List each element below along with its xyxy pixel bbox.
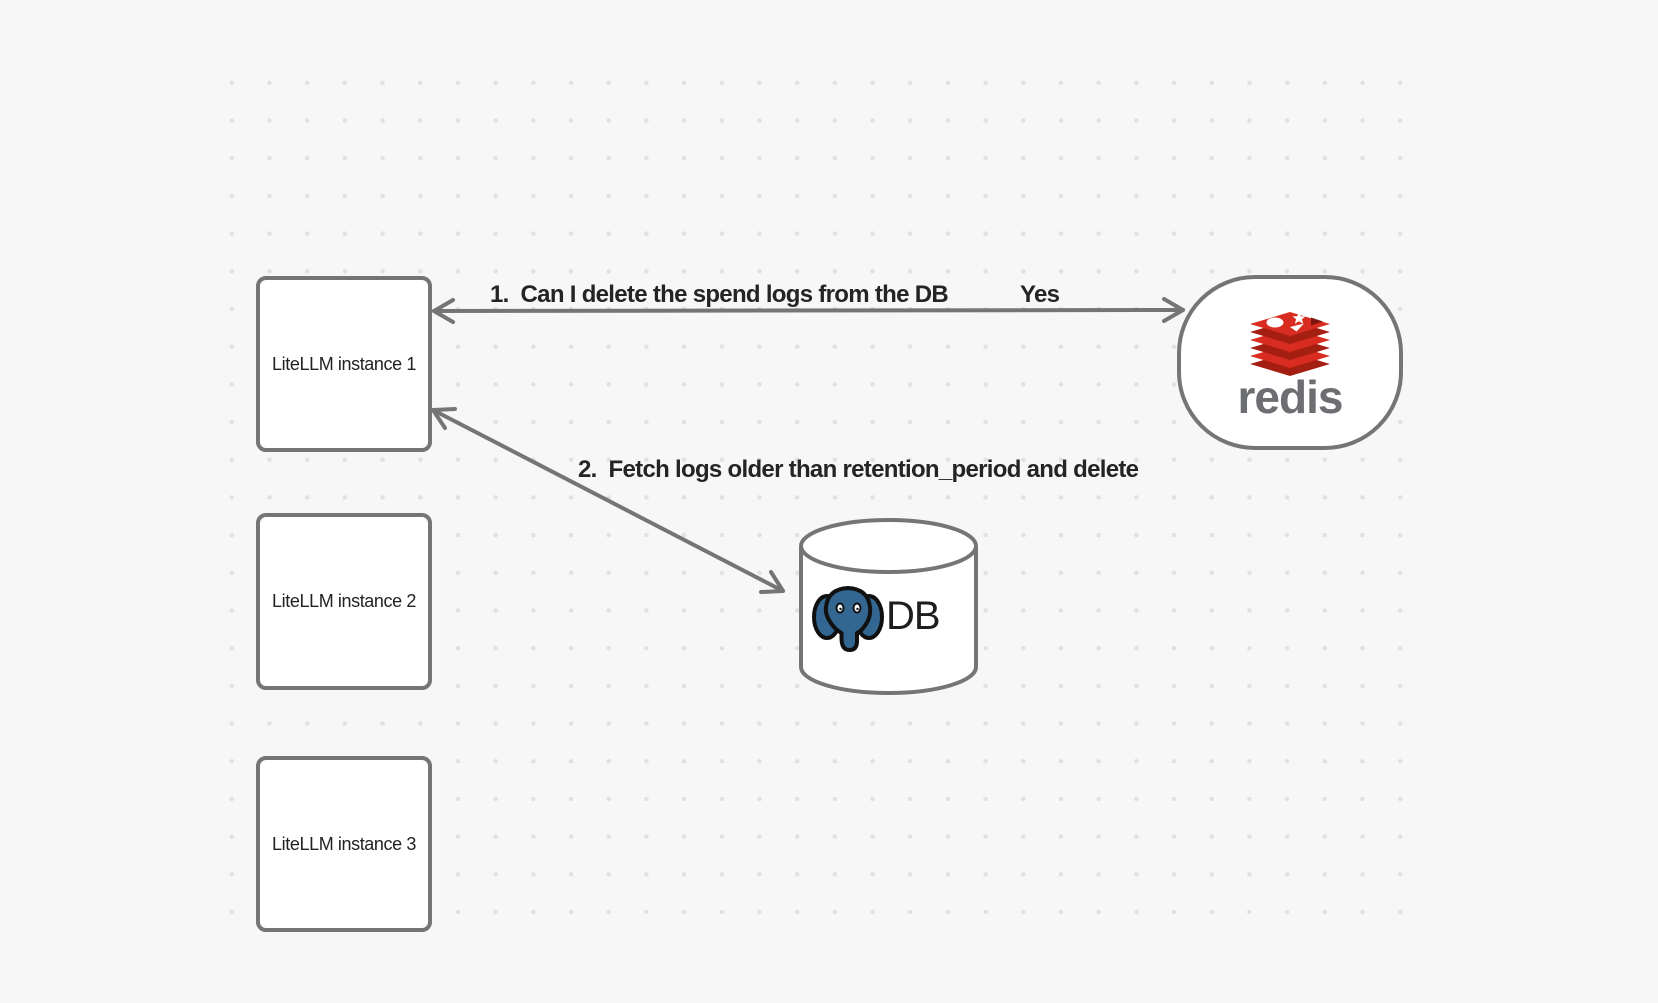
db-cylinder-shape [799, 518, 978, 695]
db-label: DB [886, 593, 941, 638]
annotation-step2: 2. Fetch logs older than retention_perio… [578, 456, 1139, 483]
redis-wordmark: redis [1237, 371, 1344, 423]
litellm-instance-3-label: LiteLLM instance 3 [272, 833, 416, 854]
node-litellm-instance-2: LiteLLM instance 2 [256, 513, 432, 690]
annotation-step1-answer: Yes [1020, 281, 1060, 308]
annotation-step1: 1. Can I delete the spend logs from the … [490, 281, 949, 308]
litellm-instance-2-label: LiteLLM instance 2 [272, 591, 416, 611]
node-db: DB [797, 516, 980, 697]
node-litellm-instance-3: LiteLLM instance 3 [256, 756, 432, 932]
node-litellm-instance-1: LiteLLM instance 1 [256, 276, 432, 452]
redis-logo-icon [1250, 312, 1330, 376]
litellm-instance-1-label: LiteLLM instance 1 [272, 353, 416, 374]
node-redis: redis [1177, 275, 1403, 450]
postgresql-elephant-icon [812, 586, 884, 652]
